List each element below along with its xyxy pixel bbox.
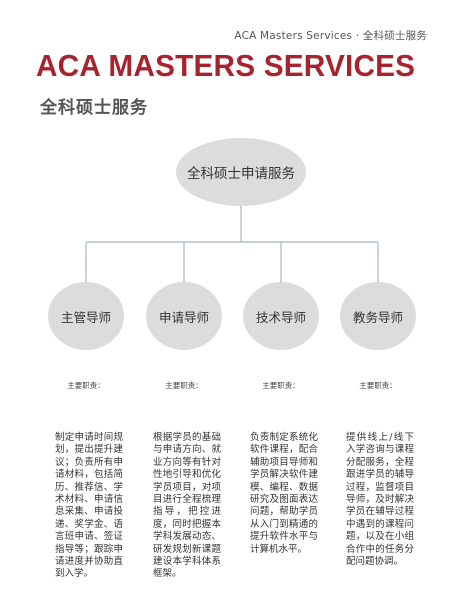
duty-text-application: 根据学员的基础与申请方向、就业方向等有针对性地引导和优化学员项目，对项目进行全程… (153, 432, 221, 580)
duty-heading-application: 主要职责： (165, 381, 203, 390)
root-node: 全科硕士申请服务 (176, 138, 306, 206)
duty-heading-technical: 主要职责： (262, 381, 300, 390)
header-tag: ACA Masters Services · 全科硕士服务 (234, 30, 427, 42)
brand-title: ACA MASTERS SERVICES (36, 48, 416, 83)
duty-text-academic-affairs: 提供线上/线下入学咨询与课程分配服务，全程跟进学员的辅导过程，监督项目导师，及时… (346, 432, 414, 568)
role-node-academic-affairs: 教务导师 (340, 282, 416, 350)
duty-heading-academic-affairs: 主要职责： (359, 381, 397, 390)
role-node-application: 申请导师 (146, 282, 222, 350)
duty-text-supervisor: 制定申请时间规划，提出提升建议；负责所有申请材料，包括简历、推荐信、学术材料、申… (55, 432, 123, 580)
role-node-technical: 技术导师 (243, 282, 319, 350)
duty-heading-supervisor: 主要职责： (67, 381, 105, 390)
role-node-supervisor: 主管导师 (48, 282, 124, 350)
duty-text-technical: 负责制定系统化软件课程，配合辅助项目导师和学员解决软件建模、编程、数据研究及图面… (250, 432, 318, 555)
brand-subtitle: 全科硕士服务 (40, 98, 148, 118)
